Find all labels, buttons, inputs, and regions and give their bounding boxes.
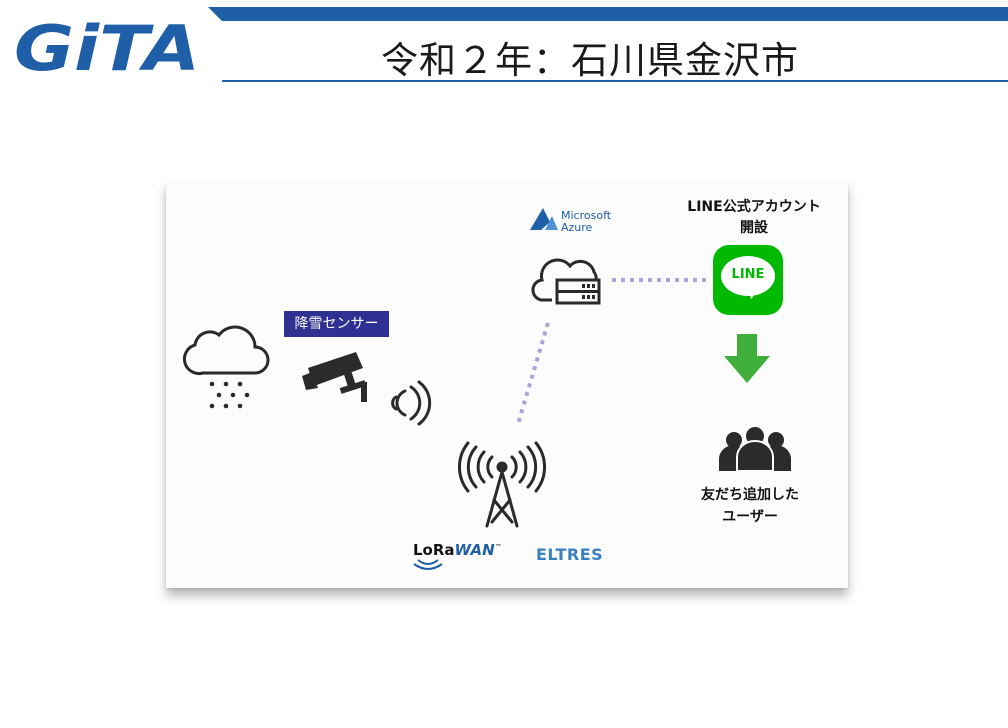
wireless-signal-icon	[391, 380, 432, 426]
snow-cloud-icon	[182, 325, 270, 409]
header-band	[208, 7, 1008, 21]
line-account-title: LINE公式アカウント 開設	[664, 197, 844, 239]
lorawan-logo: LoRaWAN™	[413, 541, 502, 559]
lorawan-suffix: WAN	[454, 541, 495, 559]
friends-users-label-line2: ユーザー	[722, 509, 778, 525]
lorawan-trademark: ™	[494, 543, 502, 551]
snow-sensor-label: 降雪センサー	[284, 311, 389, 337]
svg-text:GiTA: GiTA	[14, 14, 200, 78]
radio-tower-icon	[458, 441, 546, 528]
line-bubble-tail	[749, 290, 759, 299]
security-camera-icon	[302, 352, 367, 402]
gita-logo: GiTA	[14, 14, 200, 78]
lorawan-waves-icon	[413, 559, 443, 570]
page-title: 令和２年：石川県金沢市	[381, 39, 799, 82]
line-account-title-line1: LINE公式アカウント	[687, 199, 821, 215]
azure-logo-icon	[530, 208, 558, 230]
azure-label-line2: Azure	[561, 221, 593, 234]
line-app-icon: LINE	[713, 245, 783, 315]
title-underline	[222, 80, 1008, 82]
azure-label: Microsoft Azure	[561, 210, 611, 234]
line-app-icon-text: LINE	[731, 267, 765, 282]
line-account-title-line2: 開設	[740, 220, 768, 236]
down-arrow-icon	[724, 334, 770, 383]
azure-label-line1: Microsoft	[561, 209, 612, 222]
cloud-server-icon	[531, 258, 601, 305]
users-group-icon	[719, 425, 791, 472]
friends-users-label-line1: 友だち追加した	[701, 487, 799, 503]
line-bubble-shape	[721, 256, 775, 296]
lorawan-prefix: LoRa	[413, 541, 455, 559]
connector-lines	[516, 278, 708, 425]
tower-azure-connector	[516, 322, 550, 425]
eltres-logo: ELTRES	[536, 545, 604, 564]
friends-users-label: 友だち追加した ユーザー	[680, 484, 820, 528]
